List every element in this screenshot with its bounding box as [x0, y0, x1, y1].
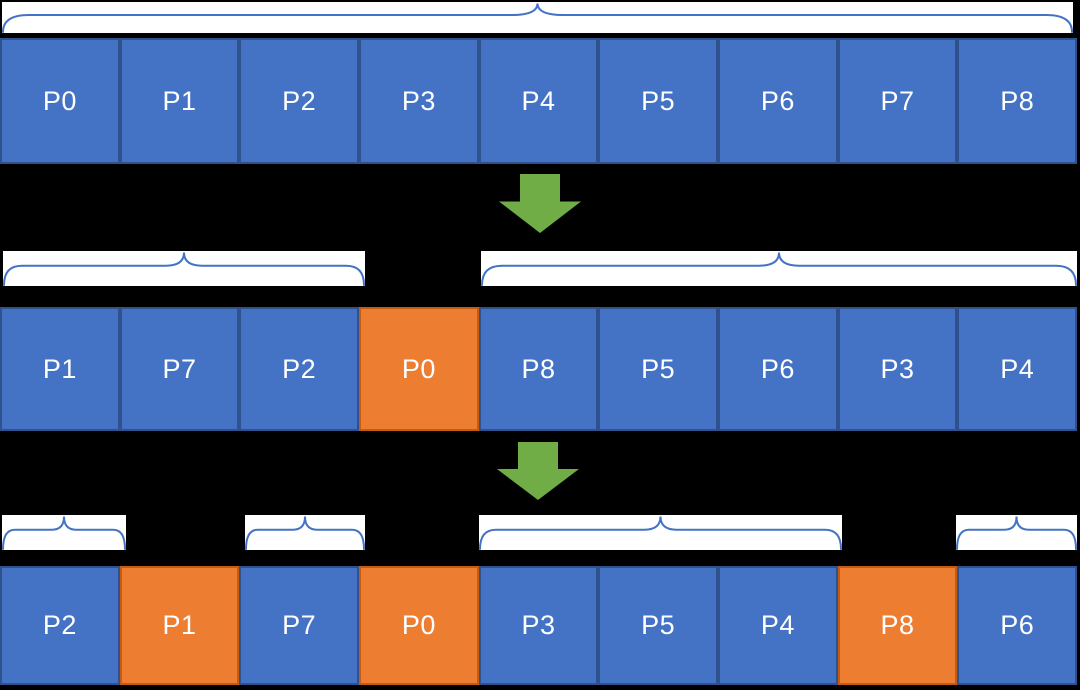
array-cell: P3	[359, 38, 479, 164]
cell-label: P7	[282, 610, 317, 640]
cell-label: P5	[641, 85, 676, 116]
cell-label: P4	[521, 85, 556, 116]
cell-label: P1	[42, 353, 77, 384]
cell-label: P0	[401, 353, 436, 384]
down-arrow-icon	[497, 442, 579, 500]
brace-row3-partition-1	[2, 515, 126, 550]
cell-label: P3	[880, 353, 915, 384]
brace-row3-partition-4	[956, 515, 1077, 550]
array-cell: P3	[837, 307, 958, 431]
array-cell: P1	[119, 38, 240, 164]
cell-label: P2	[282, 85, 317, 116]
cell-label: P2	[282, 353, 317, 384]
brace-row3-partition-2	[245, 515, 365, 550]
array-cell: P0	[0, 38, 120, 164]
array-cell: P5	[598, 566, 719, 685]
cell-label: P1	[162, 610, 197, 640]
brace-row1-full	[2, 2, 1073, 33]
cell-label: P8	[1000, 85, 1035, 116]
array-cell: P4	[718, 566, 838, 685]
cell-label: P7	[880, 85, 915, 116]
cell-label: P4	[760, 610, 795, 640]
brace-row2-left-partition	[3, 251, 365, 286]
array-cell: P1	[119, 566, 240, 685]
array-cell: P2	[239, 38, 360, 164]
array-cell: P6	[718, 307, 838, 431]
array-cell: P7	[119, 307, 240, 431]
brace-row3-partition-3	[479, 515, 842, 550]
brace-row2-right-partition	[481, 251, 1077, 286]
cell-label: P4	[1000, 353, 1035, 384]
array-cell: P7	[837, 38, 958, 164]
array-cell: P2	[239, 307, 360, 431]
array-row-second-partition: P2 P1 P7 P0 P3 P5 P4 P8 P6	[0, 566, 1078, 685]
array-cell: P6	[718, 38, 838, 164]
array-cell: P2	[0, 566, 120, 685]
array-cell: P8	[837, 566, 958, 685]
cell-label: P6	[760, 353, 795, 384]
array-cell: P0	[359, 307, 479, 431]
cell-label: P5	[641, 353, 676, 384]
array-cell: P5	[598, 307, 719, 431]
array-cell: P7	[239, 566, 360, 685]
cell-label: P8	[880, 610, 915, 640]
array-cell: P4	[478, 38, 599, 164]
array-cell: P6	[957, 566, 1078, 685]
cell-label: P2	[42, 610, 77, 640]
cell-label: P1	[162, 85, 197, 116]
array-cell: P1	[0, 307, 120, 431]
array-cell: P8	[957, 38, 1078, 164]
cell-label: P8	[521, 353, 556, 384]
down-arrow-icon	[499, 174, 581, 233]
array-cell: P3	[478, 566, 599, 685]
array-row-initial: P0 P1 P2 P3 P4 P5 P6 P7 P8	[0, 38, 1078, 164]
array-cell: P0	[359, 566, 479, 685]
array-cell: P5	[598, 38, 719, 164]
array-row-first-partition: P1 P7 P2 P0 P8 P5 P6 P3 P4	[0, 307, 1078, 431]
array-cell: P8	[478, 307, 599, 431]
cell-label: P7	[162, 353, 197, 384]
cell-label: P6	[760, 85, 795, 116]
cell-label: P6	[1000, 610, 1035, 640]
cell-label: P3	[401, 85, 436, 116]
array-cell: P4	[957, 307, 1078, 431]
cell-label: P0	[42, 85, 77, 116]
cell-label: P3	[521, 610, 556, 640]
cell-label: P0	[401, 610, 436, 640]
cell-label: P5	[641, 610, 676, 640]
